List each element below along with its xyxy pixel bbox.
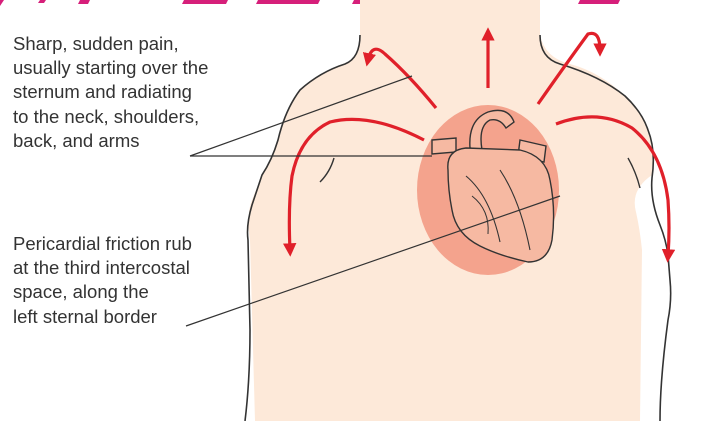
leader-pain-to-sternum	[189, 75, 413, 157]
title-fragment-5	[256, 0, 320, 4]
torso-outline-right	[539, 34, 672, 421]
title-fragment-2	[38, 0, 46, 3]
pain-line-5: back, and arms	[13, 129, 140, 151]
rub-line-4: left sternal border	[13, 305, 157, 327]
pain-line-2: usually starting over the	[13, 57, 209, 79]
arrow-to-right-shoulder	[536, 31, 607, 105]
armpit-right	[627, 157, 641, 189]
heart-pulmonary-right	[431, 137, 457, 155]
pain-arrows	[282, 27, 676, 263]
arrow-to-left-arm	[282, 117, 425, 257]
armpit-left	[319, 157, 335, 183]
heart-body	[447, 147, 555, 263]
leader-rub-to-heart	[185, 195, 561, 327]
pain-description: Sharp, sudden pain, usually starting ove…	[13, 32, 208, 153]
pain-line-4: to the neck, shoulders,	[13, 105, 200, 127]
arrow-to-left-shoulder	[362, 47, 438, 110]
pain-line-3: sternum and radiating	[13, 81, 192, 103]
leader-lines	[185, 75, 561, 327]
heart-aorta	[469, 109, 515, 151]
title-fragment-3	[78, 0, 90, 4]
rub-line-3: space, along the	[13, 281, 149, 303]
title-fragment-4	[182, 0, 228, 4]
arrow-to-right-arm	[555, 115, 676, 263]
friction-rub-description: Pericardial friction rub at the third in…	[13, 232, 192, 329]
heart-chamber-line-2	[499, 169, 531, 251]
torso-outline-left	[244, 34, 361, 421]
heart-icon	[431, 109, 555, 263]
rub-line-2: at the third intercostal	[13, 257, 190, 279]
pain-line-1: Sharp, sudden pain,	[13, 33, 179, 54]
heart-chamber-line-1	[465, 175, 501, 243]
heart-vessel-line	[471, 195, 489, 235]
rub-line-1: Pericardial friction rub	[13, 233, 192, 254]
title-fragment-8	[578, 0, 620, 4]
title-fragment-1	[0, 0, 4, 6]
